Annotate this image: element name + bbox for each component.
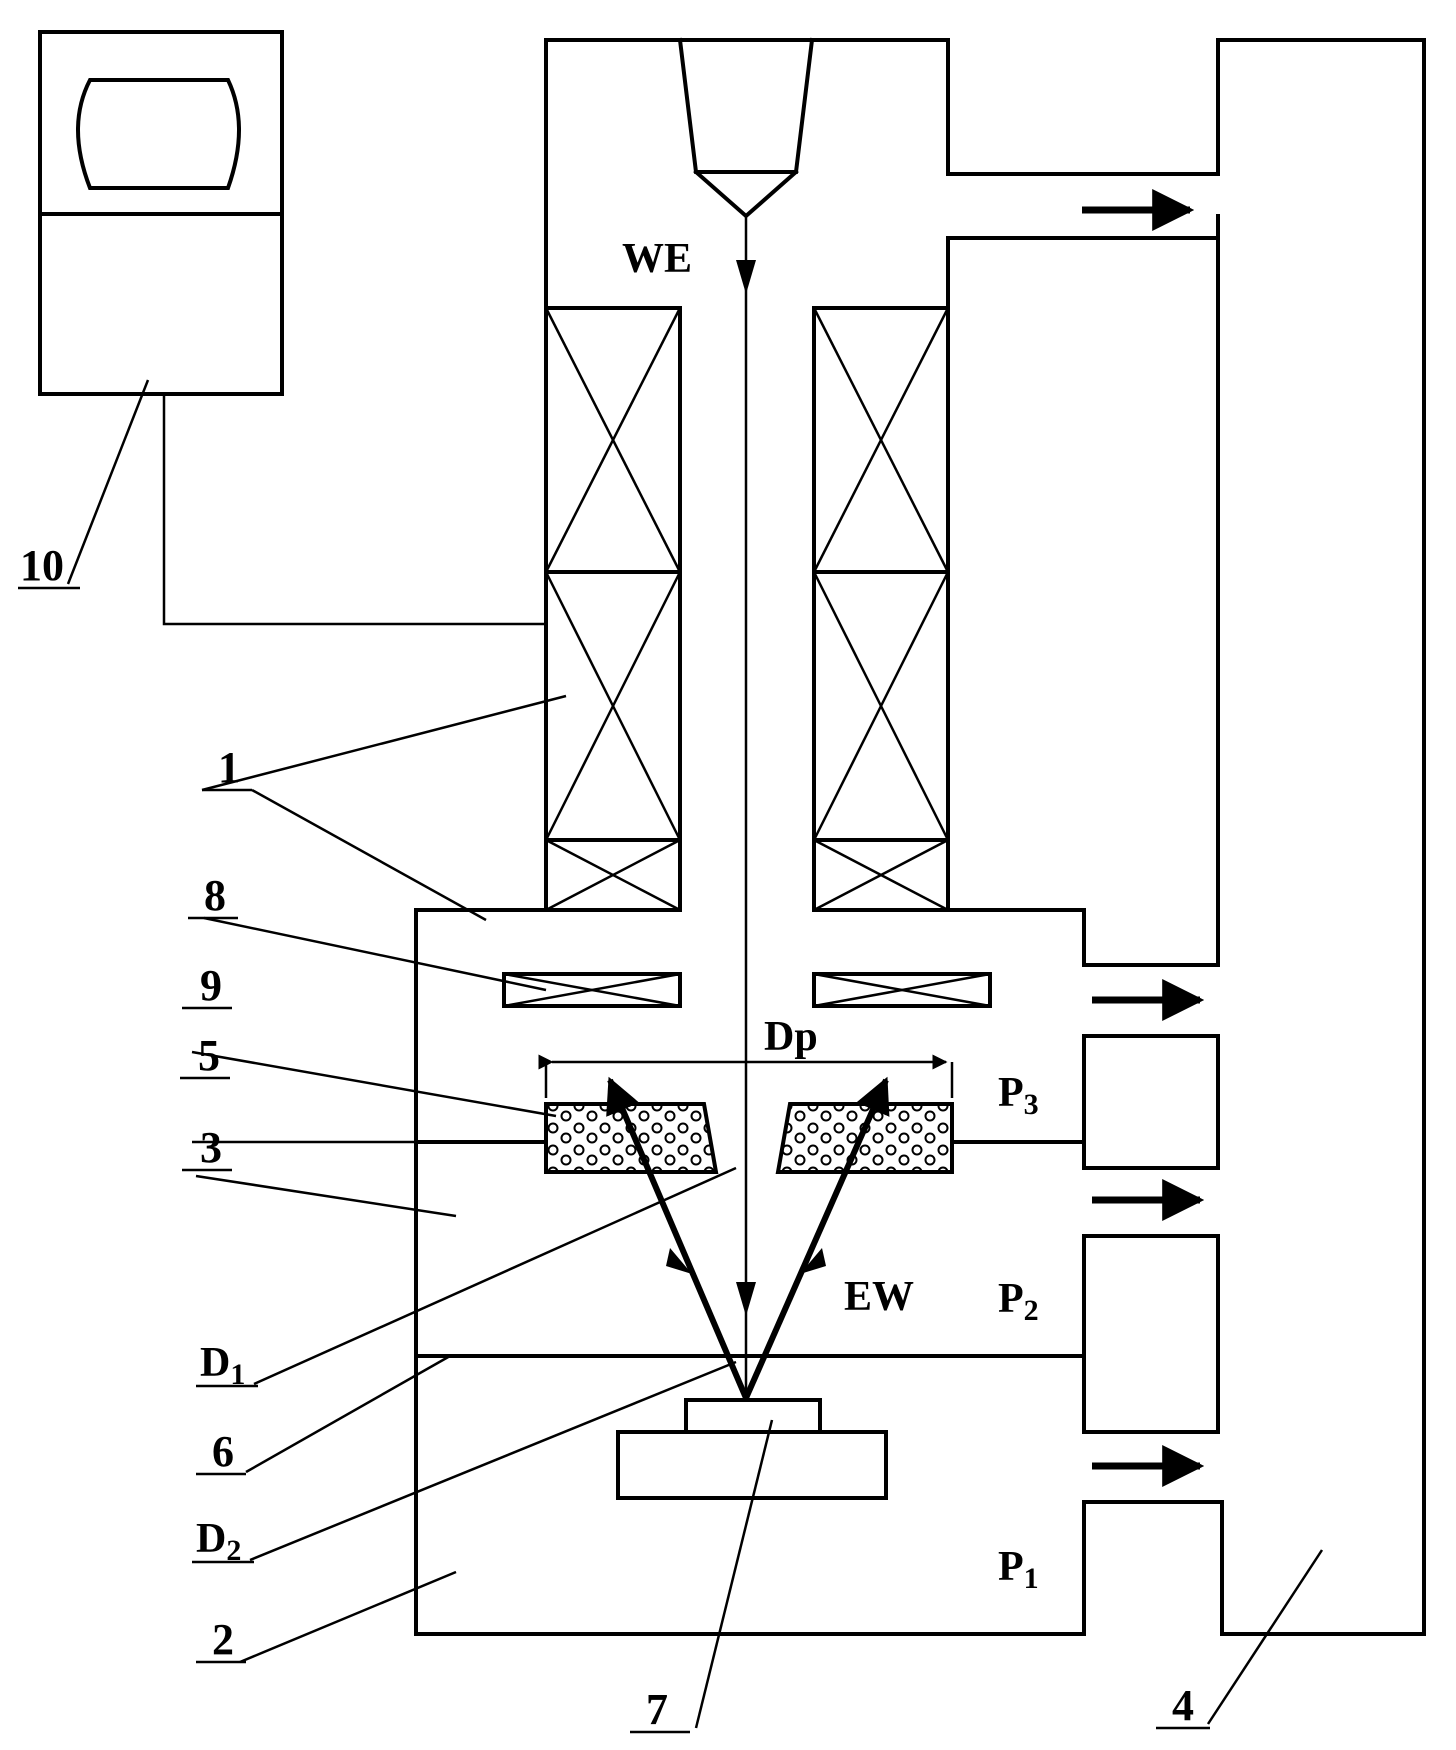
detector-lens <box>502 972 992 1008</box>
ref-5: 5 <box>198 1031 220 1080</box>
emitted-electrons <box>606 1076 890 1400</box>
dp-dimension <box>538 1054 954 1098</box>
ref-7: 7 <box>646 1685 668 1734</box>
ref-4: 4 <box>1172 1681 1194 1730</box>
monitor-screen <box>76 78 241 190</box>
reference-numerals: 10 1 8 9 5 3 6 2 7 4 <box>18 541 1210 1734</box>
objective-lens-coils <box>544 306 950 912</box>
diagram-labels: WE EW Dp P3 P2 P1 D1 D2 <box>192 236 1039 1595</box>
display-monitor <box>38 30 546 626</box>
aperture-plates <box>414 1140 1086 1358</box>
ref-2: 2 <box>212 1615 234 1664</box>
label-d2: D2 <box>196 1516 241 1567</box>
electron-gun <box>677 37 815 219</box>
ref-9: 9 <box>200 961 222 1010</box>
label-p1: P1 <box>998 1544 1039 1595</box>
label-dp: Dp <box>764 1014 818 1060</box>
label-d1: D1 <box>200 1340 245 1391</box>
ref-8: 8 <box>204 871 226 920</box>
flow-arrows <box>1082 189 1205 1487</box>
porous-detector <box>544 1102 954 1174</box>
ref-1: 1 <box>218 743 240 792</box>
ref-3: 3 <box>200 1123 222 1172</box>
label-p2: P2 <box>998 1276 1039 1327</box>
monitor-cable <box>162 394 546 626</box>
leader-lines <box>66 379 1324 1729</box>
label-we: WE <box>622 236 692 282</box>
label-ew: EW <box>844 1274 914 1320</box>
label-p3: P3 <box>998 1070 1039 1121</box>
ref-10: 10 <box>20 541 64 590</box>
sample-stage <box>616 1398 888 1500</box>
column-housing <box>414 38 1426 1636</box>
ref-6: 6 <box>212 1427 234 1476</box>
pump-stages <box>1082 1034 1220 1434</box>
beam-arrow-top <box>736 260 756 294</box>
beam-arrow-bottom <box>736 1282 756 1316</box>
